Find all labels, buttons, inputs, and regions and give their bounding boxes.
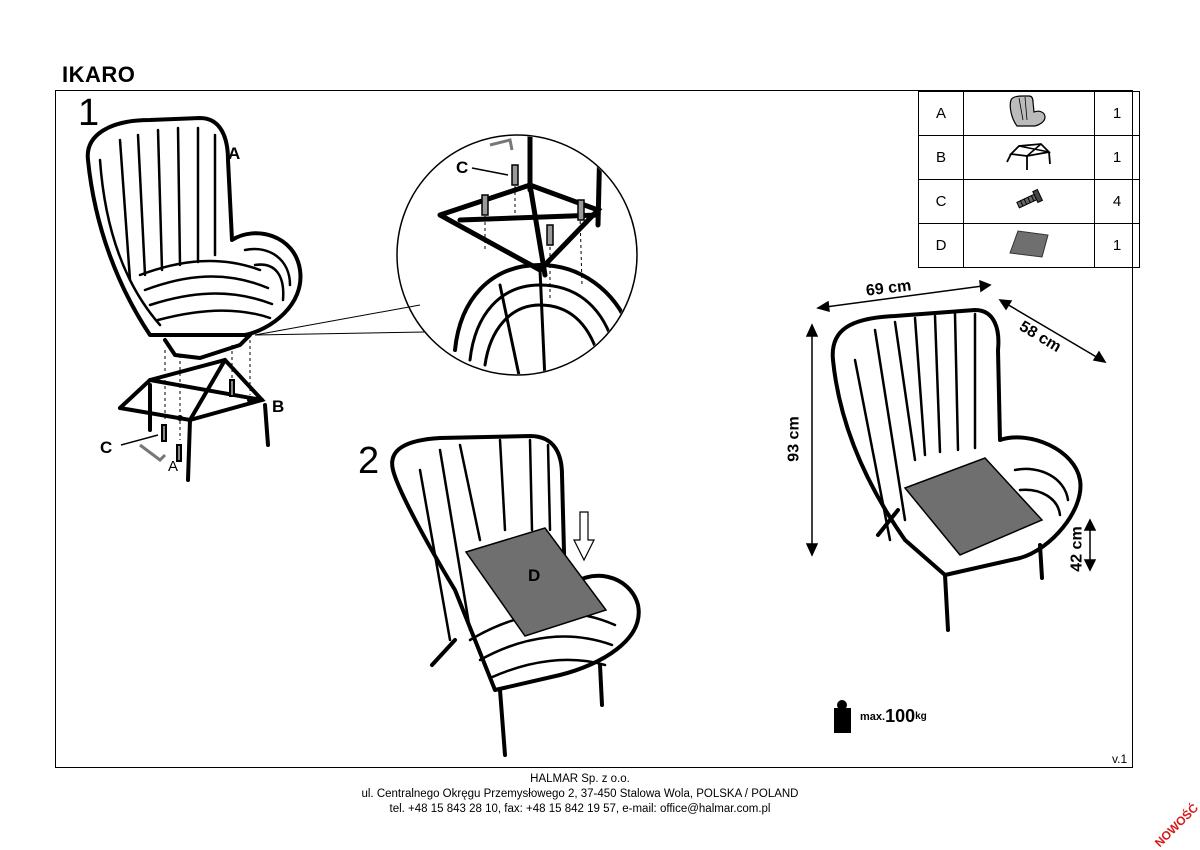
step1-base-frame-illustration <box>118 357 270 482</box>
part-letter: C <box>918 179 964 224</box>
label-zoom-part-c: C <box>456 158 469 177</box>
part-qty: 1 <box>1094 223 1140 268</box>
part-qty: 1 <box>1094 135 1140 180</box>
chair-frame-icon <box>1006 142 1051 170</box>
max-load-unit: kg <box>915 711 927 722</box>
instruction-frame <box>55 90 1133 768</box>
part-letter: D <box>918 223 964 268</box>
dimension-seat-height: 42 cm <box>1068 526 1086 572</box>
parts-row: D 1 <box>918 223 1140 268</box>
max-load-prefix: max. <box>860 710 886 723</box>
part-letter: A <box>918 91 964 136</box>
label-cushion-d: D <box>528 566 541 585</box>
part-image <box>963 135 1095 180</box>
part-image <box>963 179 1095 224</box>
parts-table: A 1 B 1 C <box>918 91 1140 268</box>
version-label: v.1 <box>1112 752 1128 766</box>
step2-chair-illustration <box>390 434 641 757</box>
seat-cushion-d <box>464 527 608 637</box>
dimension-cushion <box>903 457 1044 556</box>
page-title: IKARO <box>62 62 136 87</box>
parts-row: A 1 <box>918 91 1140 136</box>
weight-icon <box>834 700 851 733</box>
max-load-value: 100 <box>885 706 916 726</box>
company-contact: tel. +48 15 843 28 10, fax: +48 15 842 1… <box>389 803 771 815</box>
part-qty: 4 <box>1094 179 1140 224</box>
step-2-number: 2 <box>358 440 380 482</box>
part-image <box>963 91 1095 136</box>
parts-row: B 1 <box>918 135 1140 180</box>
parts-row: C 4 <box>918 179 1140 224</box>
company-address: ul. Centralnego Okręgu Przemysłowego 2, … <box>361 788 799 800</box>
part-qty: 1 <box>1094 91 1140 136</box>
label-part-a: A <box>228 144 241 163</box>
label-part-c: C <box>100 438 113 457</box>
chair-icon <box>1009 94 1046 127</box>
screw-icon <box>1016 188 1044 208</box>
company-footer: HALMAR Sp. z o.o. ul. Centralnego Okręgu… <box>0 772 1160 817</box>
max-load-label: max. 100 kg <box>856 706 927 727</box>
step1-chair-illustration <box>85 116 303 360</box>
cushion-icon <box>1009 229 1049 258</box>
company-name: HALMAR Sp. z o.o. <box>530 773 630 785</box>
detail-zoom-circle <box>396 134 638 376</box>
part-letter: B <box>918 135 964 180</box>
label-part-b: B <box>272 397 285 416</box>
label-allen-key-a: A <box>168 458 179 475</box>
step-1-number: 1 <box>78 92 100 134</box>
dimension-height: 93 cm <box>785 416 803 462</box>
dimension-chair-illustration <box>830 308 1083 632</box>
part-image <box>963 223 1095 268</box>
down-arrow-icon <box>573 511 595 562</box>
